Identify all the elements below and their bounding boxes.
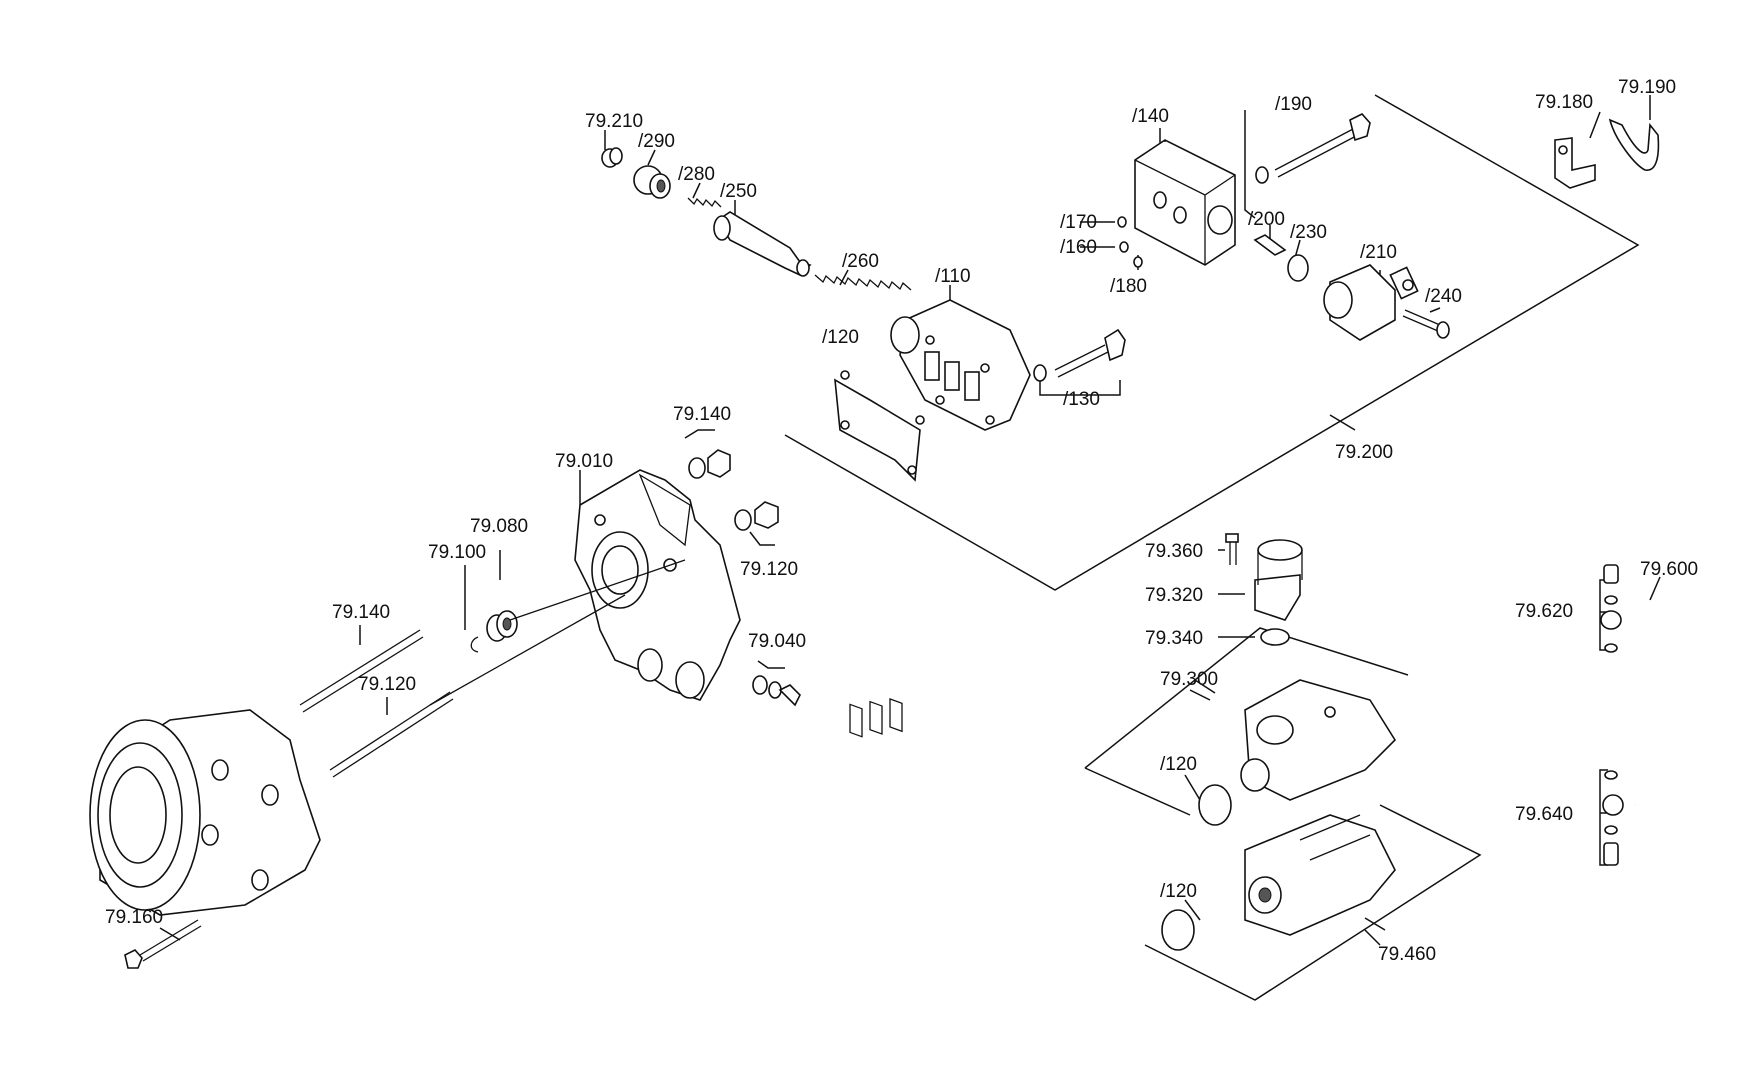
label-180: /180 xyxy=(1110,276,1147,297)
banjo-79-620 xyxy=(1600,564,1622,653)
label-79-120-left: 79.120 xyxy=(358,674,416,695)
label-79-180: 79.180 xyxy=(1535,92,1593,113)
label-120-low: /120 xyxy=(1160,881,1197,902)
banjo-79-640 xyxy=(1602,770,1624,866)
part-labels: 79.210 /290 /280 /250 /260 /110 /120 /13… xyxy=(105,77,1698,965)
pump-cover xyxy=(89,709,321,916)
spring-260 xyxy=(814,274,912,291)
label-79-120-right: 79.120 xyxy=(740,559,798,580)
label-260: /260 xyxy=(842,251,879,272)
label-290: /290 xyxy=(638,131,675,152)
o-rings-170-160-180 xyxy=(1117,216,1143,268)
spring-280 xyxy=(687,197,722,208)
label-79-100: 79.100 xyxy=(428,542,486,563)
bolt-190 xyxy=(1255,113,1371,184)
label-250: /250 xyxy=(720,181,757,202)
label-79-340: 79.340 xyxy=(1145,628,1203,649)
label-79-360: 79.360 xyxy=(1145,541,1203,562)
label-79-620: 79.620 xyxy=(1515,601,1573,622)
bolt-79-360 xyxy=(1225,533,1239,565)
label-200: /200 xyxy=(1248,209,1285,230)
bracket-79-180 xyxy=(1554,137,1596,189)
label-240: /240 xyxy=(1425,286,1462,307)
label-120-mid: /120 xyxy=(1160,754,1197,775)
leader-lines xyxy=(159,95,1661,946)
label-79-300: 79.300 xyxy=(1160,669,1218,690)
label-190: /190 xyxy=(1275,94,1312,115)
plug-290 xyxy=(633,165,671,199)
valve-block-140 xyxy=(1134,139,1236,266)
fitting-79-320 xyxy=(1254,539,1303,621)
bolt-79-160 xyxy=(124,919,202,969)
pump-79-300 xyxy=(1240,679,1397,801)
label-120-top: /120 xyxy=(822,327,859,348)
label-79-140-top: 79.140 xyxy=(673,404,731,425)
label-170: /170 xyxy=(1060,212,1097,233)
label-79-640: 79.640 xyxy=(1515,804,1573,825)
o-ring-120-mid xyxy=(1198,784,1232,826)
nut-79-120 xyxy=(734,501,779,531)
o-ring-79-340 xyxy=(1260,628,1290,646)
label-79-160: 79.160 xyxy=(105,907,163,928)
screw-240 xyxy=(1402,309,1450,339)
pin-200 xyxy=(1253,234,1287,256)
o-ring-230 xyxy=(1287,254,1309,282)
o-ring-120-low xyxy=(1161,909,1195,951)
pipe-79-600 xyxy=(1611,607,1683,808)
label-140: /140 xyxy=(1132,106,1169,127)
bolt-130 xyxy=(1033,328,1126,382)
label-79-190: 79.190 xyxy=(1618,77,1676,98)
label-79-200: 79.200 xyxy=(1335,442,1393,463)
label-79-600: 79.600 xyxy=(1640,559,1698,580)
pump-assembly-boundary xyxy=(1084,627,1409,816)
label-79-040: 79.040 xyxy=(748,631,806,652)
stud-79-120 xyxy=(329,691,454,778)
label-130: /130 xyxy=(1063,389,1100,410)
valve-assembly-boundary xyxy=(784,94,1640,591)
cap-79-210 xyxy=(601,147,623,168)
shaft-lines xyxy=(429,559,686,706)
clip-79-100 xyxy=(470,636,479,653)
bushing-79-080 xyxy=(486,610,518,642)
label-230: /230 xyxy=(1290,222,1327,243)
filter-79-460 xyxy=(1244,814,1396,936)
bolt-79-040 xyxy=(752,675,801,707)
stud-79-140 xyxy=(299,629,424,713)
strap-79-190 xyxy=(1608,118,1660,171)
label-79-320: 79.320 xyxy=(1145,585,1203,606)
piston-250 xyxy=(713,211,812,277)
label-79-460: 79.460 xyxy=(1378,944,1436,965)
label-79-080: 79.080 xyxy=(470,516,528,537)
label-110: /110 xyxy=(935,266,971,287)
label-79-210: 79.210 xyxy=(585,111,643,132)
valve-housing-110 xyxy=(890,299,1031,431)
label-280: /280 xyxy=(678,164,715,185)
label-210: /210 xyxy=(1360,242,1397,263)
label-79-010: 79.010 xyxy=(555,451,613,472)
label-79-140-left: 79.140 xyxy=(332,602,390,623)
filter-assembly-boundary xyxy=(1144,804,1482,1001)
label-160: /160 xyxy=(1060,237,1097,258)
gasket-120 xyxy=(834,370,925,738)
nut-79-140 xyxy=(688,449,731,479)
housing-79-010 xyxy=(574,469,741,701)
solenoid-210 xyxy=(1323,264,1419,341)
